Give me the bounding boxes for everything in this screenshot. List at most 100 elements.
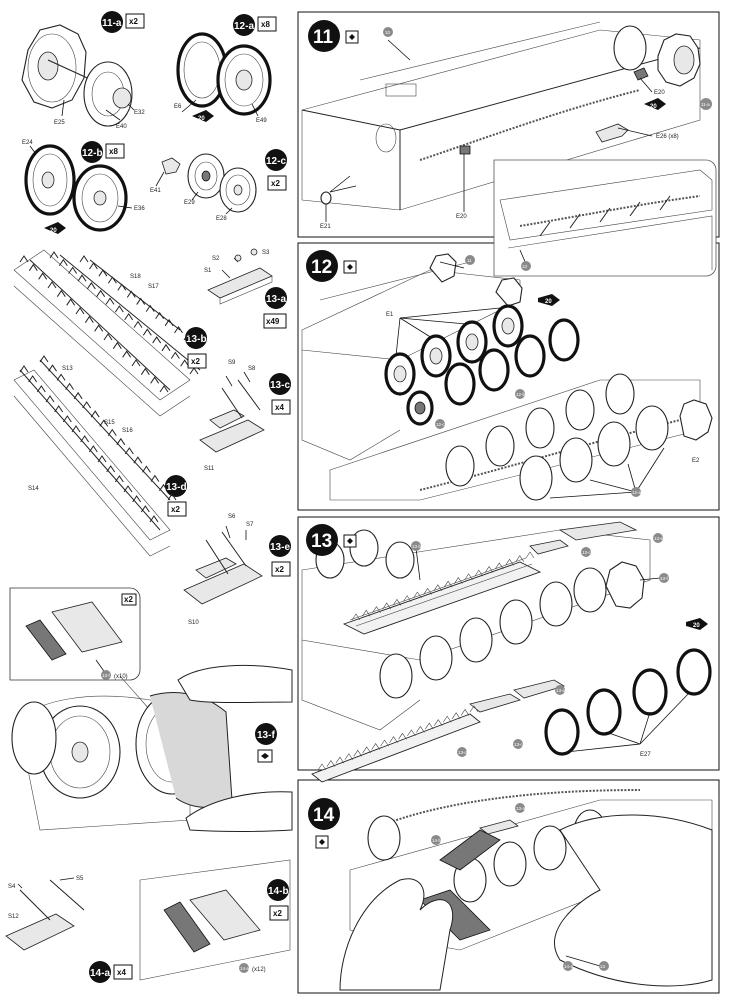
badge-11a: 11-a x2 (101, 11, 145, 33)
track-tooth (66, 298, 76, 306)
callout-13-bottom (599, 961, 609, 971)
track-tooth (114, 305, 124, 313)
arrow-20-step12-label: 20 (545, 299, 552, 305)
part-label-E32: E32 (134, 110, 145, 116)
track-tooth (398, 732, 407, 740)
track-tooth (75, 307, 85, 315)
badge-13a: 13-a x49 (263, 287, 287, 329)
track-tooth (371, 742, 380, 750)
badge-14a-label: 14-a (90, 968, 110, 979)
callout-13f-a-label: 13-f (102, 673, 111, 678)
track-tooth (150, 474, 160, 482)
track-tooth (77, 274, 87, 282)
callout-11a (700, 98, 712, 110)
callout-12c-label: 12-c (436, 422, 446, 427)
hull-step-12 (301, 253, 713, 501)
track-tooth (416, 725, 425, 733)
step-12-label: 12 (311, 257, 332, 278)
track-tooth (425, 722, 434, 730)
callout-10-label: 10 (385, 30, 391, 35)
step-badge-14: 14 (308, 798, 340, 849)
callout-14b-label: 14-a (240, 966, 250, 971)
track-tooth (460, 708, 470, 716)
track-tooth (141, 465, 151, 473)
badge-13e-label: 13-e (270, 542, 290, 553)
flip-model-icon-12 (347, 264, 353, 270)
track-tooth (73, 391, 83, 400)
track-tooth (469, 705, 479, 713)
callout-13-bottom-label: 13 (600, 964, 606, 969)
badge-12b-mult: x8 (109, 147, 118, 156)
arrow-20-step13 (686, 618, 708, 630)
callout-12b-label: 12-b (516, 392, 526, 397)
callout-11 (465, 255, 475, 265)
badge-13f: 13-f (255, 723, 277, 763)
detail-mult-box (121, 593, 137, 606)
part-label-S17: S17 (148, 284, 159, 290)
track-tooth (344, 753, 354, 760)
part-label-S12: S12 (8, 914, 19, 920)
callout-13c-bottom-label: 13-c (514, 742, 524, 747)
step-13-label: 13 (311, 531, 332, 552)
part-label-S13: S13 (62, 366, 73, 372)
callout-13d-label: 13-d (458, 750, 468, 755)
track-tooth (389, 736, 398, 743)
callout-12a (631, 487, 641, 497)
part-label-E6: E6 (174, 104, 182, 110)
callout-12b (515, 389, 525, 399)
hull-step-14 (339, 789, 713, 991)
badge-13b-mult: x2 (191, 357, 200, 366)
track-tooth (90, 410, 100, 418)
track-tooth (149, 515, 159, 523)
panel-step-13 (297, 516, 720, 771)
track-tooth (407, 729, 416, 737)
track-tooth (525, 551, 535, 559)
arrow-20-12a-label: 20 (198, 116, 205, 122)
arrow-20-step13-label: 20 (693, 623, 700, 629)
part-label-E28: E28 (216, 216, 227, 222)
callout-14b (239, 963, 249, 973)
track-tooth (159, 483, 168, 492)
callout-12a-label: 12-a (632, 490, 642, 495)
part-label-E40: E40 (116, 124, 127, 130)
track-tooth (164, 318, 174, 327)
flip-icon-13f (261, 753, 269, 759)
callout-13f (659, 573, 669, 583)
track-tooth (142, 328, 152, 336)
track-tooth (106, 465, 116, 473)
part-label-S11: S11 (204, 466, 215, 472)
track-tooth (413, 591, 422, 599)
hull-step-11 (301, 21, 717, 277)
track-tooth (97, 455, 107, 463)
track-tooth (112, 341, 122, 349)
track-tooth (140, 505, 150, 513)
badge-11a-mult: x2 (129, 17, 138, 26)
track-section-14a (5, 877, 85, 951)
part-label-S14: S14 (28, 486, 39, 492)
callout-14a-bottom-label: 14-a (564, 964, 574, 969)
callout-13a-label: 13-a (556, 688, 566, 693)
badge-13c-label: 13-c (270, 380, 290, 391)
track-tooth (484, 566, 494, 573)
detail-mult-label: x2 (124, 595, 133, 604)
badge-14b-mult: x2 (273, 909, 282, 918)
track-tooth (136, 297, 146, 305)
part-label-S7: S7 (246, 522, 254, 528)
badge-12c-mult: x2 (271, 179, 280, 188)
badge-12b: 12-b x8 (81, 141, 125, 163)
track-tooth (62, 415, 72, 423)
hand-track-illustration (11, 664, 293, 832)
track-tooth (36, 385, 46, 393)
badge-13e-mult: x2 (275, 565, 284, 574)
track-tooth (117, 283, 127, 291)
flip-model-icon-11 (349, 34, 355, 40)
badge-13d-mult: x2 (171, 505, 180, 514)
track-tooth (159, 385, 169, 393)
part-label-S5: S5 (76, 876, 84, 882)
track-tooth (48, 364, 57, 372)
track-tooth (443, 580, 453, 588)
track-tooth (152, 336, 162, 344)
arrow-20-12b-label: 20 (50, 228, 57, 234)
road-wheel-12b (24, 144, 133, 232)
